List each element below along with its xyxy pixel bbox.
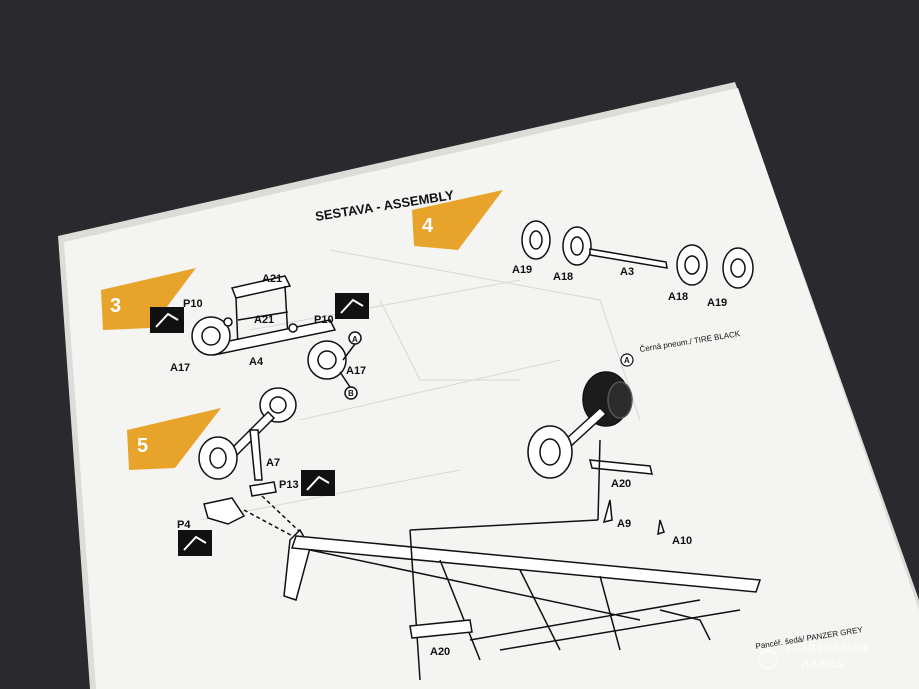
part-label: P4 — [177, 519, 191, 531]
instruction-sheet — [64, 88, 919, 689]
watermark-line-2: ЛАВКА — [800, 658, 844, 671]
step-number-4: 4 — [422, 215, 434, 237]
step3-symbol-left — [150, 307, 184, 333]
callout-a: A — [352, 335, 358, 344]
step5-drawing — [198, 387, 762, 681]
watermark-logo: МОДЕЛЬНАЯ ЛАВКА — [758, 642, 867, 671]
part-label: A7 — [266, 457, 280, 469]
part-label: P13 — [279, 479, 299, 491]
part-label: A3 — [620, 266, 634, 278]
part-label: A19 — [512, 264, 532, 276]
step3-symbol-right — [335, 293, 369, 319]
part-label: A17 — [170, 362, 190, 374]
part-label: A19 — [707, 297, 727, 309]
rear-wheel-assembly — [527, 371, 665, 536]
step4-drawing — [521, 220, 754, 289]
callout-a: A — [624, 356, 630, 365]
step3-drawing — [191, 275, 362, 400]
step-badge-3: 3 — [101, 268, 196, 330]
callout-b: B — [348, 389, 354, 398]
part-label: A20 — [430, 646, 450, 658]
part-label: A20 — [611, 478, 631, 490]
part-label: A18 — [668, 291, 688, 303]
part-label: A21 — [262, 273, 282, 285]
part-label: A4 — [249, 356, 264, 368]
step-number-5: 5 — [137, 435, 148, 457]
step5-symbol-p4 — [178, 530, 212, 556]
part-label: A18 — [553, 271, 573, 283]
watermark-emblem-icon — [758, 649, 778, 669]
faint-sketch-lines — [199, 249, 641, 521]
part-label: P10 — [183, 298, 203, 310]
tire-callout-circle — [620, 353, 634, 367]
part-label: A10 — [672, 535, 692, 547]
step-number-3: 3 — [110, 295, 121, 317]
part-label: P10 — [314, 314, 334, 326]
part-label: A21 — [254, 314, 274, 326]
step-badge-4: 4 — [412, 190, 503, 250]
part-label: A17 — [346, 365, 366, 377]
watermark-line-1: МОДЕЛЬНАЯ — [786, 642, 867, 655]
step-badge-5: 5 — [127, 408, 221, 470]
step5-symbol-p13 — [301, 470, 335, 496]
part-label: A9 — [617, 518, 631, 530]
